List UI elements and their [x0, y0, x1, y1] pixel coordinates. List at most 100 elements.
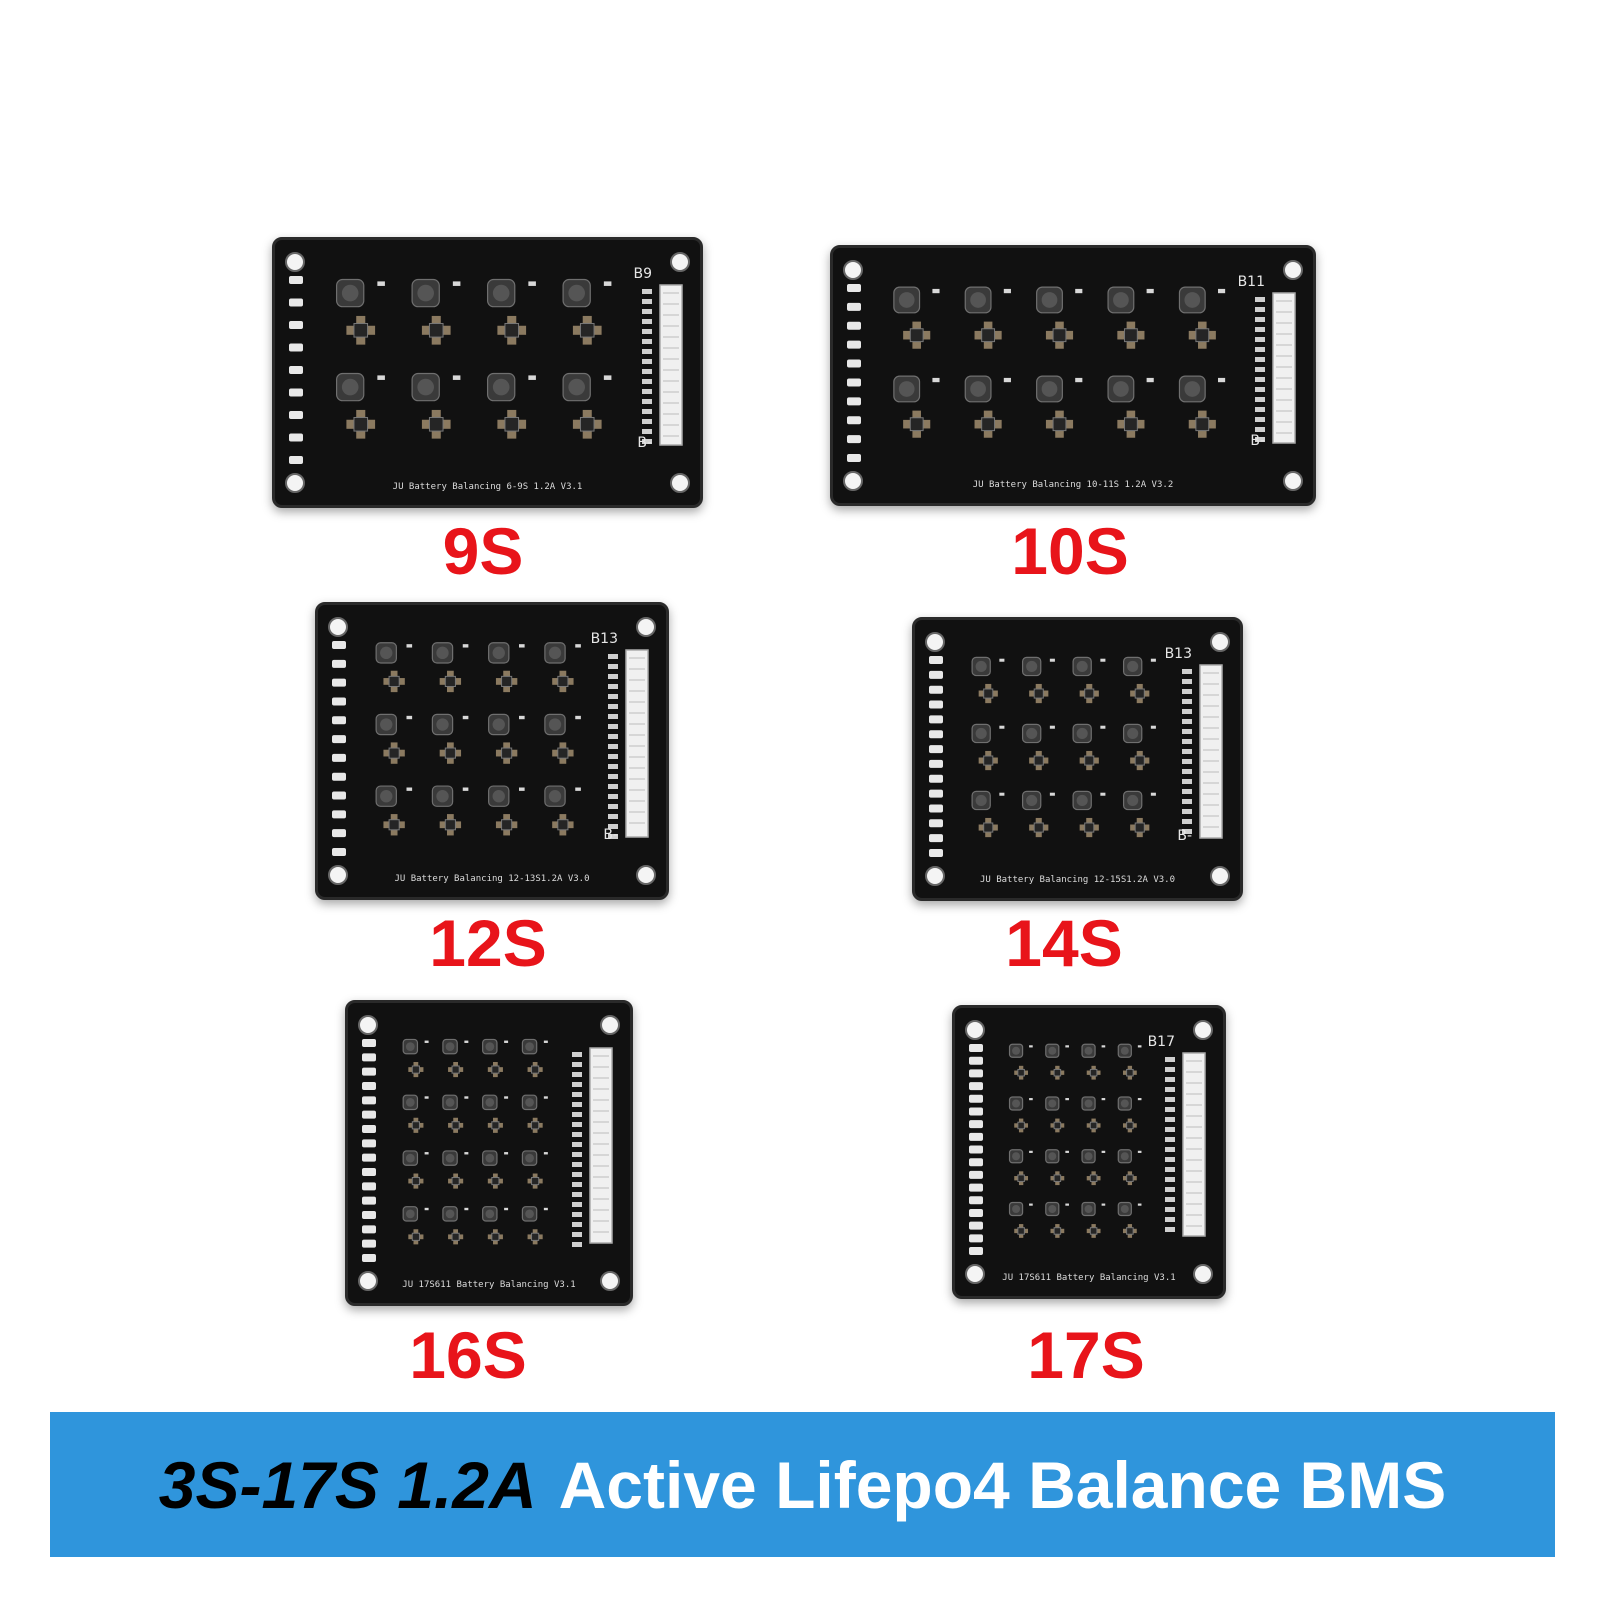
mosfet — [501, 675, 513, 687]
solder-pad — [1079, 824, 1086, 831]
inductor-core — [1084, 1205, 1093, 1213]
inductor-core — [436, 718, 449, 731]
mounting-hole — [843, 471, 863, 491]
led-indicator — [929, 670, 943, 679]
inductor-core — [1026, 660, 1038, 673]
led-indicator — [332, 697, 346, 706]
smd-resistor — [572, 1092, 582, 1097]
led-indicator — [289, 343, 303, 352]
inductor-core — [1127, 727, 1139, 740]
inductor-core — [485, 1097, 495, 1107]
solder-pad — [1086, 697, 1093, 704]
inductor-core — [975, 794, 987, 807]
smd-capacitor — [543, 1040, 548, 1043]
led-indicator — [332, 848, 346, 856]
inductor-core — [380, 646, 393, 660]
solder-pad — [1018, 1118, 1024, 1123]
solder-pad — [408, 1067, 414, 1072]
solder-pad — [1188, 419, 1198, 429]
solder-pad — [1127, 1118, 1133, 1123]
solder-pad — [912, 340, 921, 349]
solder-pad — [912, 429, 921, 438]
solder-pad — [448, 1178, 453, 1184]
solder-pad — [921, 419, 931, 429]
solder-pad — [537, 1122, 543, 1128]
solder-pad — [1136, 817, 1143, 825]
negative-mark-text: B- — [1250, 433, 1265, 449]
led-indicator — [289, 321, 303, 329]
smd-capacitor — [1029, 1150, 1033, 1153]
smd-capacitor — [1150, 792, 1156, 796]
solder-pad — [532, 1072, 538, 1078]
solder-pad — [447, 814, 454, 821]
negative-mark-text: B- — [603, 827, 618, 843]
smd-capacitor — [1065, 1098, 1069, 1101]
smd-capacitor — [543, 1152, 548, 1155]
mosfet — [1084, 822, 1095, 833]
solder-pad — [1132, 1176, 1137, 1181]
led-indicator — [332, 659, 346, 668]
solder-pad — [985, 764, 992, 771]
led-indicator — [332, 829, 346, 838]
solder-pad — [1035, 683, 1042, 691]
solder-pad — [1130, 824, 1137, 831]
solder-pad — [532, 1173, 538, 1179]
inductor-core — [445, 1209, 455, 1219]
smd-capacitor — [1100, 725, 1106, 729]
smd-resistor — [572, 1102, 582, 1107]
smd-resistor — [572, 1172, 582, 1177]
smd-capacitor — [1003, 377, 1011, 383]
mosfet — [1089, 1227, 1098, 1235]
solder-pad — [383, 749, 391, 757]
smd-resistor — [608, 694, 618, 699]
mosfet — [1052, 328, 1067, 343]
inductor-core — [1012, 1099, 1021, 1108]
led-indicator — [847, 435, 861, 444]
solder-pad — [1135, 419, 1145, 429]
smd-resistor — [642, 359, 652, 364]
mosfet — [579, 416, 595, 432]
smd-resistor — [572, 1212, 582, 1217]
solder-pad — [1092, 690, 1099, 697]
smd-resistor — [1165, 1157, 1175, 1162]
solder-pad — [503, 814, 510, 821]
solder-pad — [1050, 1123, 1055, 1128]
smd-capacitor — [1137, 1045, 1142, 1048]
inductor-core — [1012, 1205, 1021, 1213]
mosfet — [428, 416, 444, 432]
smd-resistor — [1255, 367, 1265, 372]
smd-capacitor — [504, 1152, 509, 1155]
smd-resistor — [1182, 729, 1192, 734]
smd-resistor — [608, 704, 618, 709]
inductor-core — [492, 378, 510, 396]
negative-mark-text: B- — [1177, 828, 1192, 844]
smd-capacitor — [464, 1096, 469, 1099]
inductor-core — [1120, 1046, 1129, 1055]
smd-resistor — [1165, 1087, 1175, 1092]
led-indicator — [847, 340, 861, 349]
mosfet — [504, 416, 520, 432]
led-indicator — [362, 1239, 376, 1248]
led-indicator — [969, 1208, 983, 1217]
inductor-core — [970, 292, 986, 308]
smd-resistor — [572, 1182, 582, 1187]
solder-pad — [1126, 410, 1136, 420]
inductor-core — [1048, 1099, 1057, 1108]
solder-pad — [1198, 340, 1207, 349]
smd-capacitor — [1065, 1045, 1069, 1048]
solder-pad — [492, 1128, 498, 1133]
led-indicator — [847, 416, 861, 425]
mosfet — [451, 1121, 460, 1130]
solder-pad — [978, 824, 985, 831]
solder-pad — [537, 1067, 543, 1072]
smd-resistor — [1182, 699, 1192, 704]
smd-capacitor — [1049, 725, 1055, 729]
smd-capacitor — [528, 375, 536, 380]
solder-pad — [498, 1234, 503, 1240]
solder-pad — [1198, 410, 1207, 420]
solder-pad — [983, 321, 993, 331]
solder-pad — [1198, 429, 1207, 438]
smd-resistor — [642, 309, 652, 314]
solder-pad — [346, 325, 356, 335]
smd-resistor — [572, 1082, 582, 1087]
